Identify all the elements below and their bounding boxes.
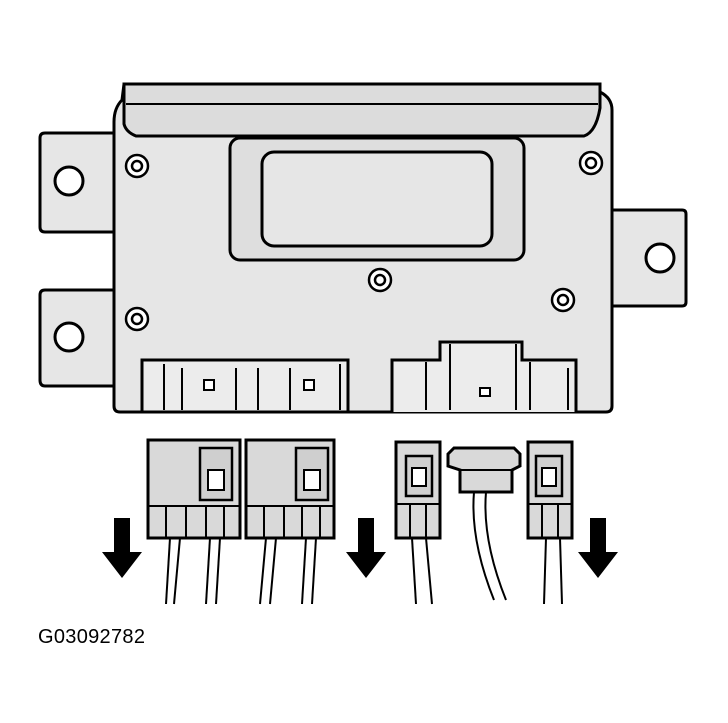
housing-screws [124,150,604,332]
connector-3 [394,440,442,605]
down-arrow-icon [346,518,386,578]
screw-top-right [578,150,604,176]
connector-3-wires [411,537,433,605]
down-arrow-icon [578,518,618,578]
screw-top-left [124,153,150,179]
connector-5 [526,440,574,605]
figure-reference-code: G03092782 [38,626,146,648]
down-arrow-icon [102,518,142,578]
left-upper-mounting-tab [38,131,118,234]
label-recess [228,136,526,262]
left-lower-mounting-tab [38,288,118,388]
connector-5-wires [543,537,563,605]
connector-1-wires [165,537,221,605]
connector-4 [446,446,522,601]
screw-center [367,267,393,293]
housing-lid [122,82,602,138]
connector-4-wires [472,491,507,601]
left-socket-block [140,358,350,414]
connector-1 [146,438,242,605]
screw-bottom-left [124,306,150,332]
right-mounting-tab [610,208,688,308]
connector-2 [244,438,336,605]
connector-2-wires [259,537,317,605]
screw-bottom-right [550,287,576,313]
right-socket-block [390,340,578,412]
